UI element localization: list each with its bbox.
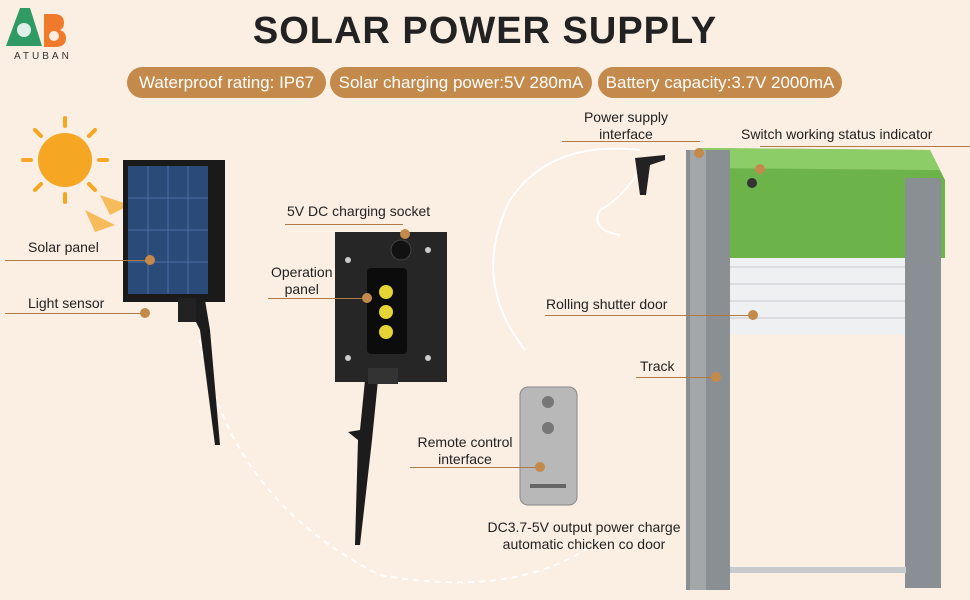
label-light-sensor: Light sensor — [28, 295, 105, 311]
callout-dot — [755, 164, 765, 174]
label-solar-panel: Solar panel — [28, 239, 99, 255]
spec-badge-charging: Solar charging power:5V 280mA — [330, 67, 592, 98]
spec-badge-waterproof: Waterproof rating: IP67 — [127, 67, 326, 98]
callout-line — [268, 298, 367, 299]
callout-line — [562, 141, 700, 142]
label-status-indicator: Switch working status indicator — [741, 126, 933, 142]
remote-control-image — [519, 386, 578, 506]
callout-dot — [711, 372, 721, 382]
callout-line — [760, 146, 970, 147]
callout-line — [545, 315, 752, 316]
sun-icon — [21, 116, 130, 232]
atuban-logo — [6, 8, 66, 47]
callout-line — [636, 377, 716, 378]
label-line: automatic chicken co door — [502, 536, 666, 552]
callout-line — [5, 313, 145, 314]
label-shutter: Rolling shutter door — [546, 296, 668, 312]
cable-path-2 — [492, 147, 641, 351]
brand-name: ATUBAN — [14, 51, 72, 62]
label-line: Remote control — [417, 434, 513, 450]
label-line: DC3.7-5V output power charge — [487, 519, 681, 535]
callout-dot — [140, 308, 150, 318]
callout-dot — [535, 462, 545, 472]
label-charging-socket: 5V DC charging socket — [287, 203, 431, 219]
callout-line — [410, 467, 540, 468]
label-line: interface — [438, 451, 492, 467]
cable-path — [199, 339, 601, 584]
label-line: interface — [599, 126, 653, 142]
label-line: panel — [284, 281, 319, 297]
label-track: Track — [640, 358, 675, 374]
page-title: SOLAR POWER SUPPLY — [252, 10, 718, 52]
callout-dot — [694, 148, 704, 158]
callout-dot — [400, 229, 410, 239]
callout-dot — [362, 293, 372, 303]
label-line: Operation — [271, 264, 333, 280]
solar-panel-image — [123, 160, 225, 445]
callout-dot — [748, 310, 758, 320]
spec-badge-battery: Battery capacity:3.7V 2000mA — [598, 67, 842, 98]
callout-dot — [145, 255, 155, 265]
label-line: Power supply — [583, 109, 669, 125]
callout-line — [285, 224, 403, 225]
chicken-door-image — [635, 148, 945, 590]
control-box-image — [335, 232, 447, 545]
callout-line — [5, 260, 150, 261]
